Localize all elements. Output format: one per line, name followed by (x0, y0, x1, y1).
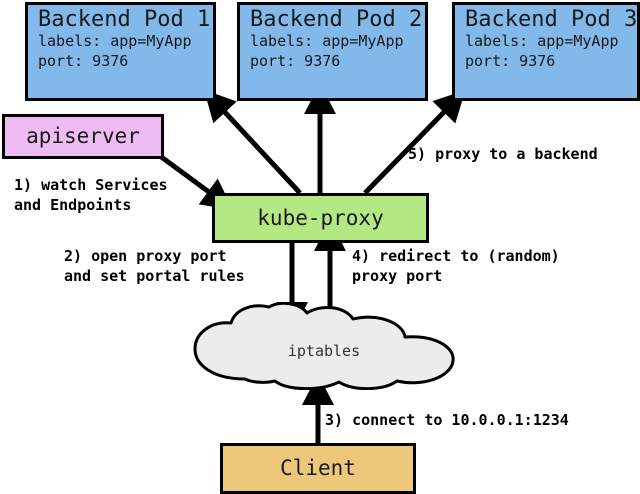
iptables-cloud: iptables (183, 303, 465, 390)
annotation-step-2: 2) open proxy port and set portal rules (64, 247, 245, 286)
annotation-step-1: 1) watch Services and Endpoints (14, 176, 168, 215)
backend-pod-2-title: Backend Pod 2 (250, 7, 423, 32)
apiserver-label: apiserver (26, 124, 140, 149)
client-box[interactable]: Client (220, 443, 416, 494)
apiserver-box[interactable]: apiserver (2, 114, 164, 159)
annotation-step-4: 4) redirect to (random) proxy port (352, 247, 560, 286)
kube-proxy-box[interactable]: kube-proxy (212, 193, 429, 243)
kube-proxy-label: kube-proxy (257, 205, 384, 230)
arrow-apiserver-to-kubeproxy (158, 153, 234, 210)
backend-pod-3-labels: labels: app=MyApp (465, 32, 619, 51)
backend-pod-2-labels: labels: app=MyApp (250, 32, 404, 51)
backend-pod-1-box[interactable]: Backend Pod 1 labels: app=MyApp port: 93… (25, 2, 216, 101)
client-label: Client (280, 456, 356, 481)
backend-pod-1-labels: labels: app=MyApp (38, 32, 192, 51)
backend-pod-3-title: Backend Pod 3 (465, 7, 638, 32)
backend-pod-2-port: port: 9376 (250, 52, 341, 71)
annotation-step-3: 3) connect to 10.0.0.1:1234 (325, 411, 569, 429)
annotation-step-5: 5) proxy to a backend (408, 145, 598, 163)
backend-pod-2-box[interactable]: Backend Pod 2 labels: app=MyApp port: 93… (237, 2, 428, 101)
backend-pod-1-title: Backend Pod 1 (38, 7, 211, 32)
arrow-kubeproxy-to-pod1 (203, 89, 302, 195)
backend-pod-3-port: port: 9376 (465, 52, 556, 71)
backend-pod-1-port: port: 9376 (38, 52, 129, 71)
backend-pod-3-box[interactable]: Backend Pod 3 labels: app=MyApp port: 93… (452, 2, 640, 101)
